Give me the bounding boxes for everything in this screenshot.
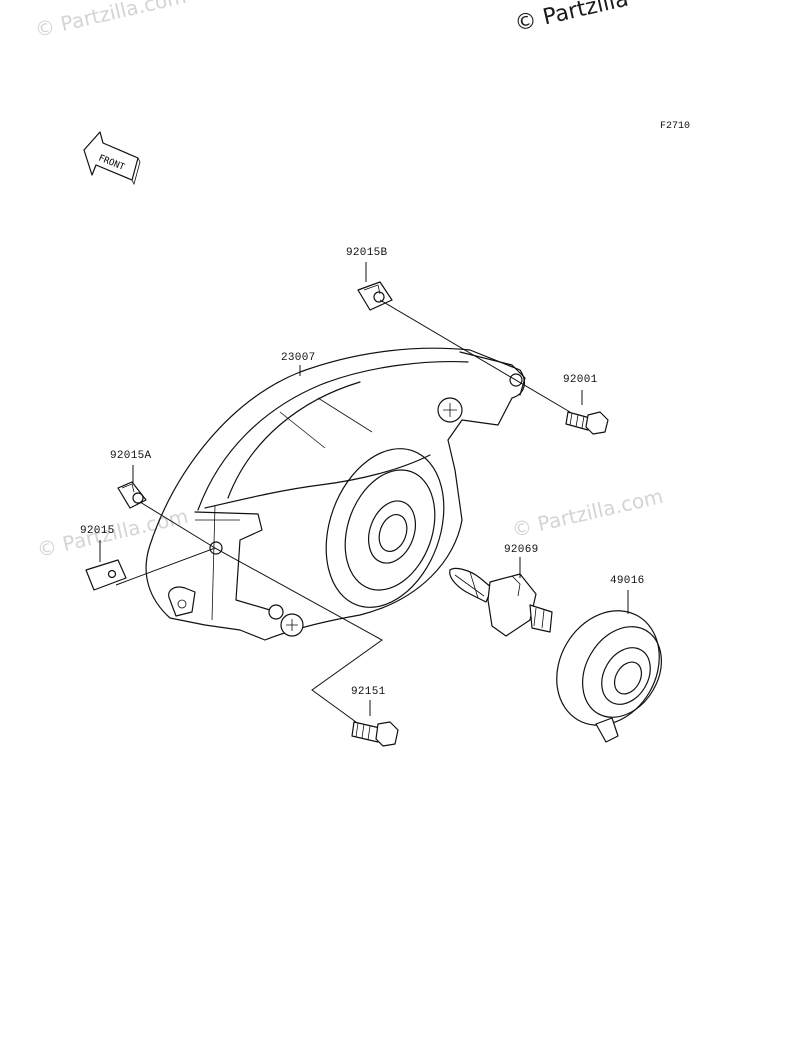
callout-92015: 92015 bbox=[80, 525, 115, 537]
leader-lines bbox=[99, 262, 629, 723]
callout-92015b: 92015B bbox=[346, 247, 388, 259]
clip-92015b-drawing bbox=[357, 281, 393, 311]
callout-92151: 92151 bbox=[351, 686, 386, 698]
figure-reference: F2710 bbox=[660, 121, 691, 132]
front-arrow-icon: FRONT bbox=[83, 131, 141, 186]
bolt-92151-drawing bbox=[351, 721, 399, 747]
callout-92001: 92001 bbox=[563, 374, 598, 386]
callout-92015a: 92015A bbox=[110, 450, 152, 462]
callout-23007: 23007 bbox=[281, 352, 316, 364]
rubber-cover-49016-drawing bbox=[556, 610, 662, 743]
plate-92015-drawing bbox=[85, 559, 127, 591]
bulb-92069-drawing bbox=[449, 567, 553, 637]
callout-49016: 49016 bbox=[610, 575, 645, 587]
clip-92015a-drawing bbox=[117, 481, 147, 509]
bolt-92001-drawing bbox=[565, 411, 609, 435]
callout-92069: 92069 bbox=[504, 544, 539, 556]
headlight-housing-drawing bbox=[145, 347, 526, 641]
